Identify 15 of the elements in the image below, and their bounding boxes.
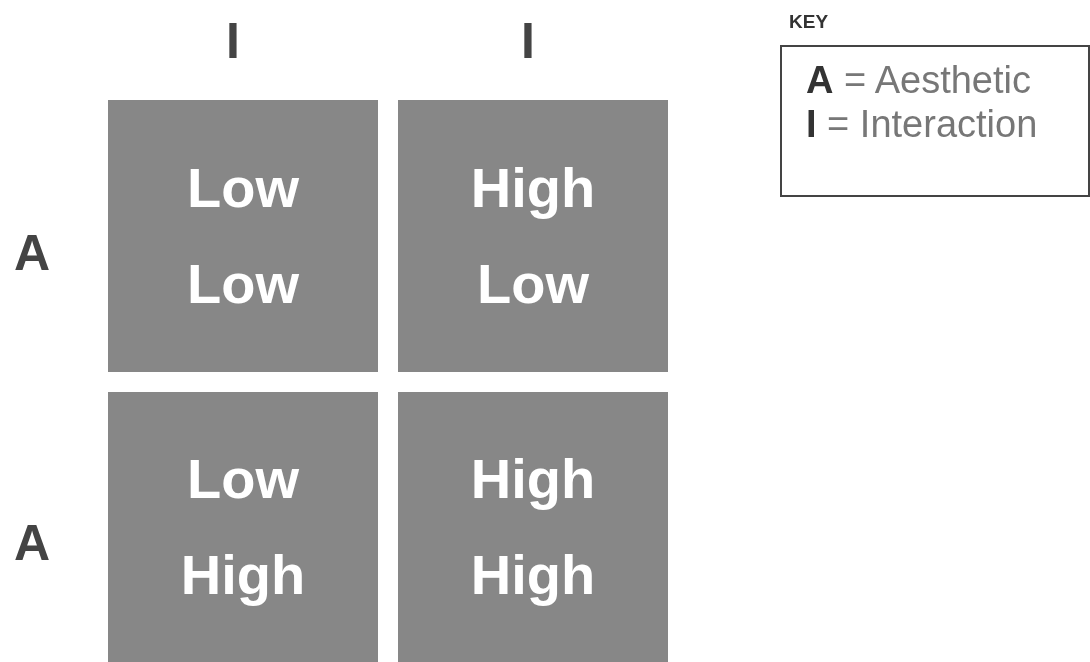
key-entry: I = Interaction xyxy=(806,105,1038,143)
matrix-cell xyxy=(108,392,378,662)
matrix-cell xyxy=(108,100,378,372)
cell-label: Low xyxy=(187,160,299,216)
row-header: A xyxy=(14,228,51,278)
key-entry: A = Aesthetic xyxy=(806,61,1031,99)
matrix-cell xyxy=(398,392,668,662)
cell-label: Low xyxy=(187,256,299,312)
cell-label: Low xyxy=(477,256,589,312)
row-header: A xyxy=(14,518,51,568)
cell-label: Low xyxy=(187,451,299,507)
column-header: I xyxy=(521,16,535,66)
matrix-cell xyxy=(398,100,668,372)
key-heading: KEY xyxy=(789,11,829,33)
column-header: I xyxy=(226,16,240,66)
